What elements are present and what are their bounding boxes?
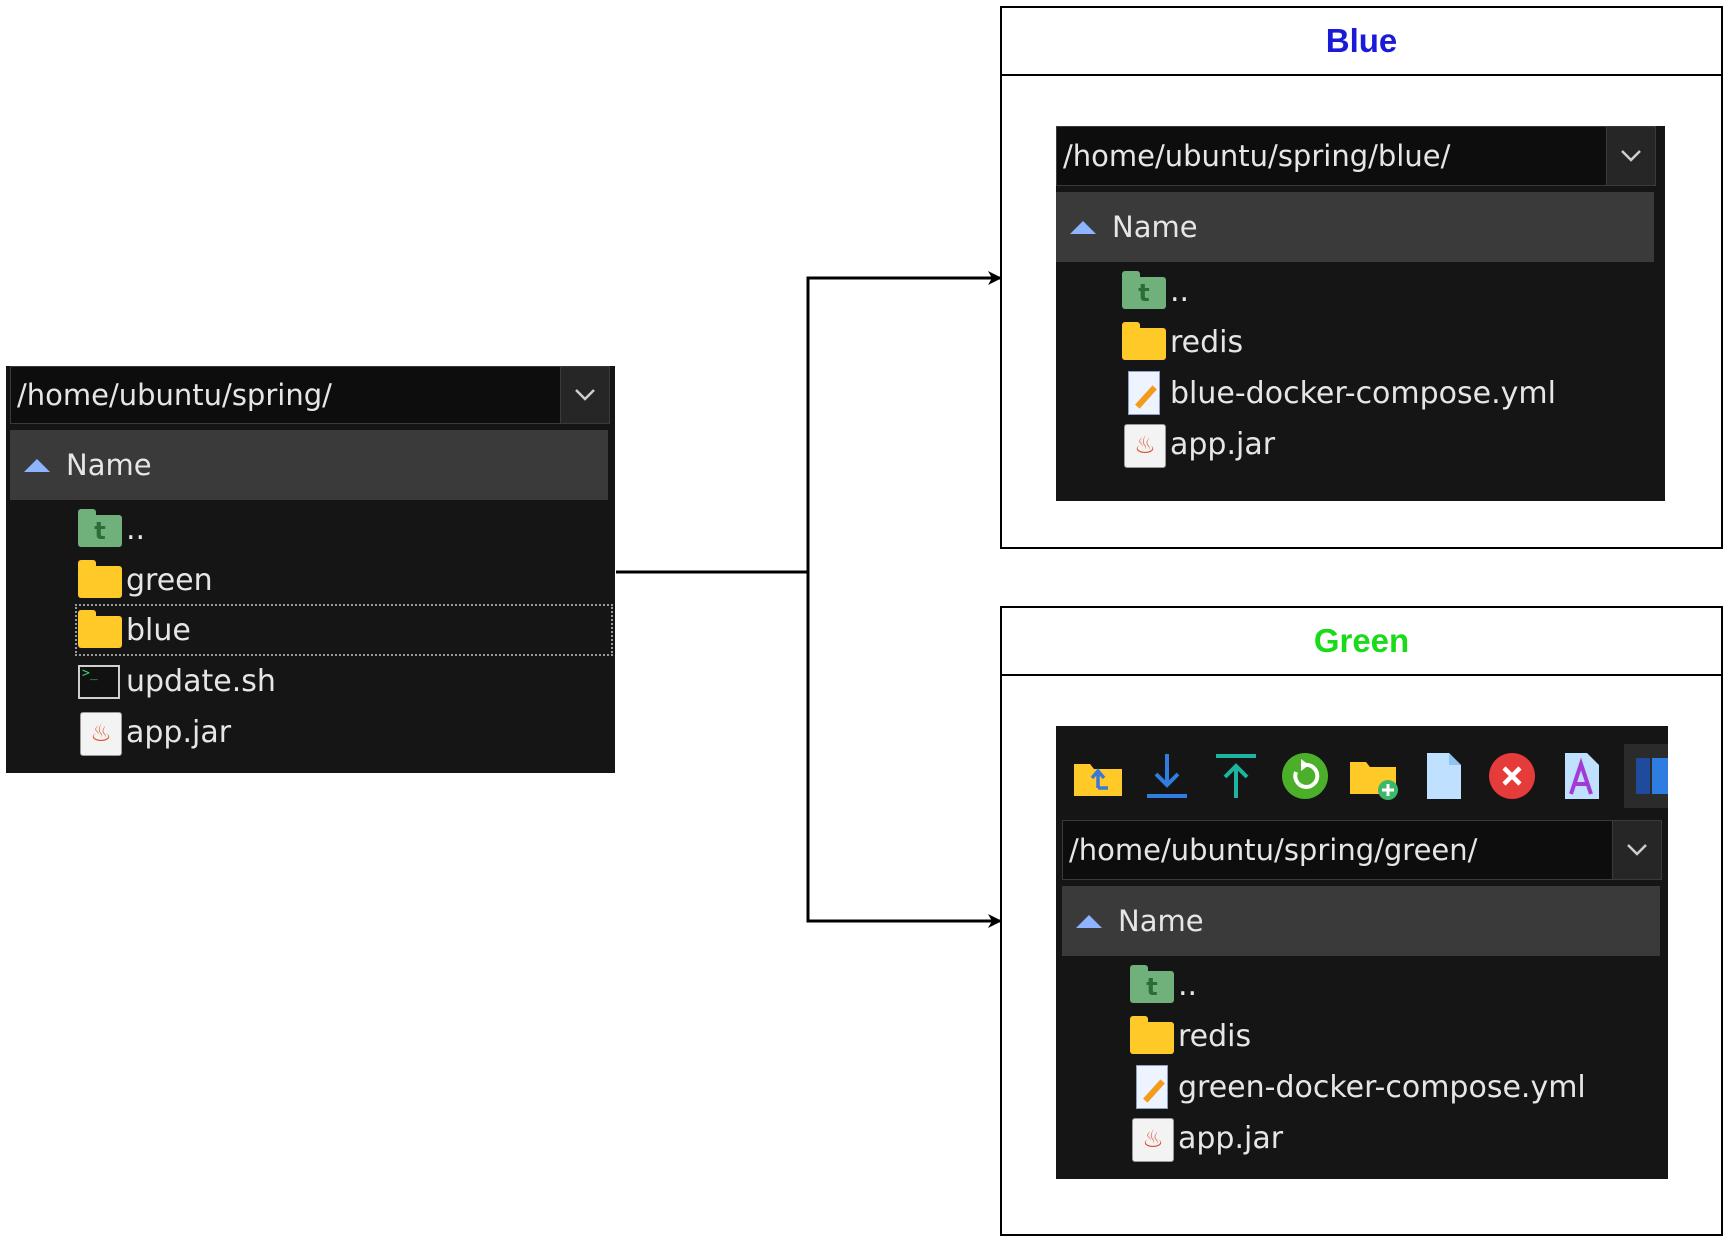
blue-box-title: Blue bbox=[1002, 8, 1721, 76]
list-item-label: app.jar bbox=[1178, 1120, 1284, 1156]
folder-icon bbox=[1120, 320, 1166, 364]
list-item[interactable]: t .. bbox=[76, 504, 606, 554]
new-file-icon[interactable] bbox=[1417, 750, 1469, 802]
arrow-to-blue bbox=[806, 271, 1002, 572]
rename-icon[interactable] bbox=[1555, 750, 1607, 802]
arrow-to-green bbox=[806, 572, 1002, 928]
sort-ascending-icon bbox=[1070, 220, 1096, 234]
source-file-panel: /home/ubuntu/spring/ Name t .. green blu… bbox=[6, 366, 615, 773]
java-jar-icon: ♨ bbox=[1128, 1116, 1174, 1162]
list-item-label: redis bbox=[1178, 1018, 1252, 1054]
list-item[interactable]: ♨ app.jar bbox=[1128, 1113, 1658, 1163]
column-header-name[interactable]: Name bbox=[10, 430, 608, 500]
list-item[interactable]: >_ update.sh bbox=[76, 656, 606, 706]
path-bar[interactable]: /home/ubuntu/spring/ bbox=[10, 366, 610, 424]
chevron-down-icon[interactable] bbox=[560, 367, 609, 423]
list-item[interactable]: redis bbox=[1120, 317, 1650, 367]
list-item[interactable]: green bbox=[76, 555, 606, 605]
list-item-label: redis bbox=[1170, 324, 1244, 360]
green-box-title: Green bbox=[1002, 608, 1721, 676]
list-item-label: blue-docker-compose.yml bbox=[1170, 375, 1556, 411]
delete-icon[interactable] bbox=[1486, 750, 1538, 802]
java-jar-icon: ♨ bbox=[76, 710, 122, 756]
yaml-file-icon bbox=[1120, 371, 1166, 415]
sort-ascending-icon bbox=[1076, 914, 1102, 928]
list-item[interactable]: green-docker-compose.yml bbox=[1128, 1062, 1658, 1112]
list-item[interactable]: t .. bbox=[1120, 266, 1650, 316]
sort-ascending-icon bbox=[24, 458, 50, 472]
list-item[interactable]: t .. bbox=[1128, 960, 1658, 1010]
parent-folder-icon: t bbox=[1128, 963, 1174, 1007]
java-jar-icon: ♨ bbox=[1120, 422, 1166, 468]
list-item[interactable]: redis bbox=[1128, 1011, 1658, 1061]
list-item-label: blue bbox=[126, 612, 191, 648]
terminal-icon: >_ bbox=[76, 659, 122, 703]
refresh-icon[interactable] bbox=[1279, 750, 1331, 802]
list-item-label: .. bbox=[1170, 273, 1190, 309]
list-item-label: app.jar bbox=[1170, 426, 1276, 462]
upload-icon[interactable] bbox=[1210, 750, 1262, 802]
list-item[interactable]: ♨ app.jar bbox=[1120, 419, 1650, 469]
parent-folder-icon: t bbox=[1120, 269, 1166, 313]
folder-icon bbox=[76, 558, 122, 602]
list-item-label: .. bbox=[126, 511, 146, 547]
list-item[interactable]: blue bbox=[75, 604, 613, 656]
column-header-name[interactable]: Name bbox=[1062, 886, 1660, 956]
blue-file-panel: /home/ubuntu/spring/blue/ Name t .. redi… bbox=[1056, 126, 1665, 501]
list-item-label: green-docker-compose.yml bbox=[1178, 1069, 1586, 1105]
path-text: /home/ubuntu/spring/ bbox=[17, 378, 332, 412]
column-header-label: Name bbox=[66, 448, 152, 482]
path-bar[interactable]: /home/ubuntu/spring/blue/ bbox=[1056, 126, 1656, 186]
column-header-label: Name bbox=[1118, 904, 1204, 938]
parent-folder-icon: t bbox=[76, 507, 122, 551]
new-folder-icon[interactable] bbox=[1348, 750, 1400, 802]
column-header-label: Name bbox=[1112, 210, 1198, 244]
list-item-label: green bbox=[126, 562, 213, 598]
chevron-down-icon[interactable] bbox=[1612, 821, 1661, 879]
path-text: /home/ubuntu/spring/green/ bbox=[1069, 833, 1478, 867]
list-item[interactable]: ♨ app.jar bbox=[76, 707, 606, 757]
folder-icon bbox=[76, 608, 122, 652]
path-text: /home/ubuntu/spring/blue/ bbox=[1063, 139, 1451, 173]
green-file-panel: /home/ubuntu/spring/green/ Name t .. red… bbox=[1056, 726, 1668, 1179]
list-item-label: update.sh bbox=[126, 663, 276, 699]
list-item-label: .. bbox=[1178, 967, 1198, 1003]
yaml-file-icon bbox=[1128, 1065, 1174, 1109]
view-icon[interactable] bbox=[1624, 744, 1668, 808]
column-header-name[interactable]: Name bbox=[1056, 192, 1654, 262]
toolbar bbox=[1072, 744, 1668, 808]
folder-icon bbox=[1128, 1014, 1174, 1058]
list-item-label: app.jar bbox=[126, 714, 232, 750]
download-icon[interactable] bbox=[1141, 750, 1193, 802]
parent-directory-icon[interactable] bbox=[1072, 750, 1124, 802]
chevron-down-icon[interactable] bbox=[1606, 127, 1655, 185]
path-bar[interactable]: /home/ubuntu/spring/green/ bbox=[1062, 820, 1662, 880]
list-item[interactable]: blue-docker-compose.yml bbox=[1120, 368, 1650, 418]
